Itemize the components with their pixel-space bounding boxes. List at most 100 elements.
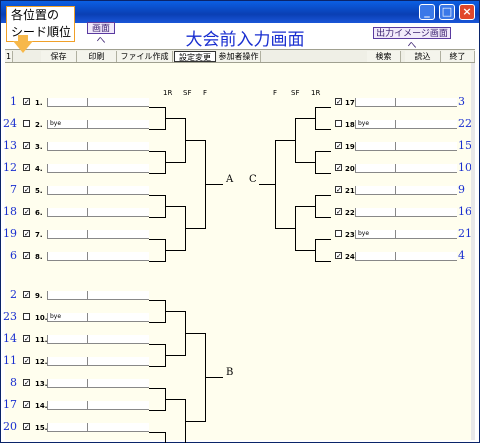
- entry-name-field[interactable]: [47, 291, 87, 300]
- entry-club-field[interactable]: [87, 379, 149, 388]
- entry-club-field[interactable]: [87, 313, 149, 322]
- entry-name-field[interactable]: [47, 142, 87, 151]
- entry-number: 19.: [345, 143, 358, 151]
- entry-club-field[interactable]: [87, 120, 149, 129]
- entry-checkbox[interactable]: ✓: [335, 98, 342, 106]
- entry-name-field[interactable]: [47, 98, 87, 107]
- entry-checkbox[interactable]: [23, 120, 30, 127]
- entry-checkbox[interactable]: [335, 230, 342, 237]
- entry-checkbox[interactable]: [335, 120, 342, 127]
- entry-club-field[interactable]: [87, 98, 149, 107]
- maximize-button[interactable]: □: [439, 4, 455, 20]
- entry-checkbox[interactable]: ✓: [335, 252, 342, 260]
- entry-name-field[interactable]: [47, 164, 87, 173]
- entry-checkbox[interactable]: [23, 313, 30, 320]
- entry-checkbox[interactable]: ✓: [23, 252, 30, 260]
- entry-checkbox[interactable]: ✓: [23, 401, 30, 409]
- entry-number: 6.: [35, 209, 43, 217]
- entry-name-field[interactable]: [47, 208, 87, 217]
- entry-checkbox[interactable]: ✓: [23, 208, 30, 216]
- entry-name-field[interactable]: [47, 230, 87, 239]
- save-button[interactable]: 保存: [41, 51, 77, 62]
- entry-checkbox[interactable]: ✓: [23, 291, 30, 299]
- entry-checkbox[interactable]: ✓: [23, 142, 30, 150]
- bracket-line: [165, 250, 185, 251]
- block-c-label: C: [249, 174, 257, 185]
- entry-name-field[interactable]: [47, 335, 87, 344]
- entry-club-field[interactable]: [395, 164, 457, 173]
- search-button[interactable]: 検索: [367, 51, 401, 62]
- entry-club-field[interactable]: [87, 186, 149, 195]
- entry-club-field[interactable]: [395, 252, 457, 261]
- entry-club-field[interactable]: [87, 142, 149, 151]
- entry-checkbox[interactable]: ✓: [335, 186, 342, 194]
- bracket-line: [315, 107, 331, 108]
- entry-checkbox[interactable]: ✓: [23, 423, 30, 431]
- settings-change-button[interactable]: 設定変更: [174, 51, 216, 62]
- scrollbar[interactable]: [471, 63, 475, 440]
- minimize-button[interactable]: _: [419, 4, 435, 20]
- entry-club-field[interactable]: [395, 186, 457, 195]
- bracket-line: [275, 140, 295, 141]
- participant-button[interactable]: 参加者操作: [217, 51, 261, 62]
- entry-club-field[interactable]: [87, 335, 149, 344]
- bracket-line: [315, 151, 316, 174]
- entry-name-field[interactable]: [355, 252, 395, 261]
- entry-name-field[interactable]: [47, 401, 87, 410]
- exit-button[interactable]: 終了: [441, 51, 475, 62]
- entry-club-field[interactable]: [87, 164, 149, 173]
- entry-number: 12.: [35, 358, 48, 366]
- entry-club-field[interactable]: [87, 252, 149, 261]
- entry-club-field[interactable]: [395, 142, 457, 151]
- bracket-line: [295, 206, 296, 251]
- to-screen-button[interactable]: 画面へ: [87, 22, 115, 46]
- seed-callout: 各位置の シード順位: [6, 6, 75, 42]
- entry-club-field[interactable]: [87, 291, 149, 300]
- entry-club-field[interactable]: [87, 423, 149, 432]
- entry-checkbox[interactable]: ✓: [23, 186, 30, 194]
- entry-club-field[interactable]: [395, 98, 457, 107]
- entry-name-field[interactable]: [355, 186, 395, 195]
- close-button[interactable]: ×: [459, 4, 475, 20]
- entry-checkbox[interactable]: ✓: [335, 142, 342, 150]
- load-button[interactable]: 読込: [405, 51, 441, 62]
- print-button[interactable]: 印刷: [77, 51, 117, 62]
- entry-name-field[interactable]: [47, 252, 87, 261]
- create-file-button[interactable]: ファイル作成: [117, 51, 173, 62]
- entry-name-field[interactable]: [47, 423, 87, 432]
- entry-name-field[interactable]: [355, 164, 395, 173]
- entry-checkbox[interactable]: ✓: [23, 335, 30, 343]
- entry-checkbox[interactable]: ✓: [23, 357, 30, 365]
- entry-checkbox[interactable]: ✓: [23, 379, 30, 387]
- entry-checkbox[interactable]: ✓: [23, 98, 30, 106]
- entry-name-field[interactable]: [47, 186, 87, 195]
- entry-number: 18.: [345, 121, 358, 129]
- bracket-line: [295, 206, 315, 207]
- entry-club-field[interactable]: [395, 230, 457, 239]
- entry-name-field[interactable]: [47, 357, 87, 366]
- entry-name-field[interactable]: [355, 208, 395, 217]
- entry-checkbox[interactable]: ✓: [335, 208, 342, 216]
- entry-name-field[interactable]: bye: [47, 120, 87, 129]
- entry-name-field[interactable]: bye: [47, 313, 87, 322]
- entry-name-field[interactable]: [355, 142, 395, 151]
- entry-club-field[interactable]: [395, 120, 457, 129]
- entry-club-field[interactable]: [87, 208, 149, 217]
- bracket-line: [185, 140, 205, 141]
- entry-checkbox[interactable]: ✓: [335, 164, 342, 172]
- entry-checkbox[interactable]: ✓: [23, 164, 30, 172]
- entry-name-field[interactable]: bye: [355, 120, 395, 129]
- entry-checkbox[interactable]: ✓: [23, 230, 30, 238]
- entry-club-field[interactable]: [87, 357, 149, 366]
- entry-club-field[interactable]: [87, 401, 149, 410]
- entry-club-field[interactable]: [395, 208, 457, 217]
- bracket-line: [149, 366, 165, 367]
- entry-name-field[interactable]: [47, 379, 87, 388]
- seed-rank: 15: [458, 139, 472, 152]
- entry-club-field[interactable]: [87, 230, 149, 239]
- output-image-button[interactable]: 出力イメージ画面へ: [373, 27, 451, 51]
- entry-name-field[interactable]: [355, 98, 395, 107]
- bracket-line: [315, 195, 316, 218]
- entry-name-field[interactable]: bye: [355, 230, 395, 239]
